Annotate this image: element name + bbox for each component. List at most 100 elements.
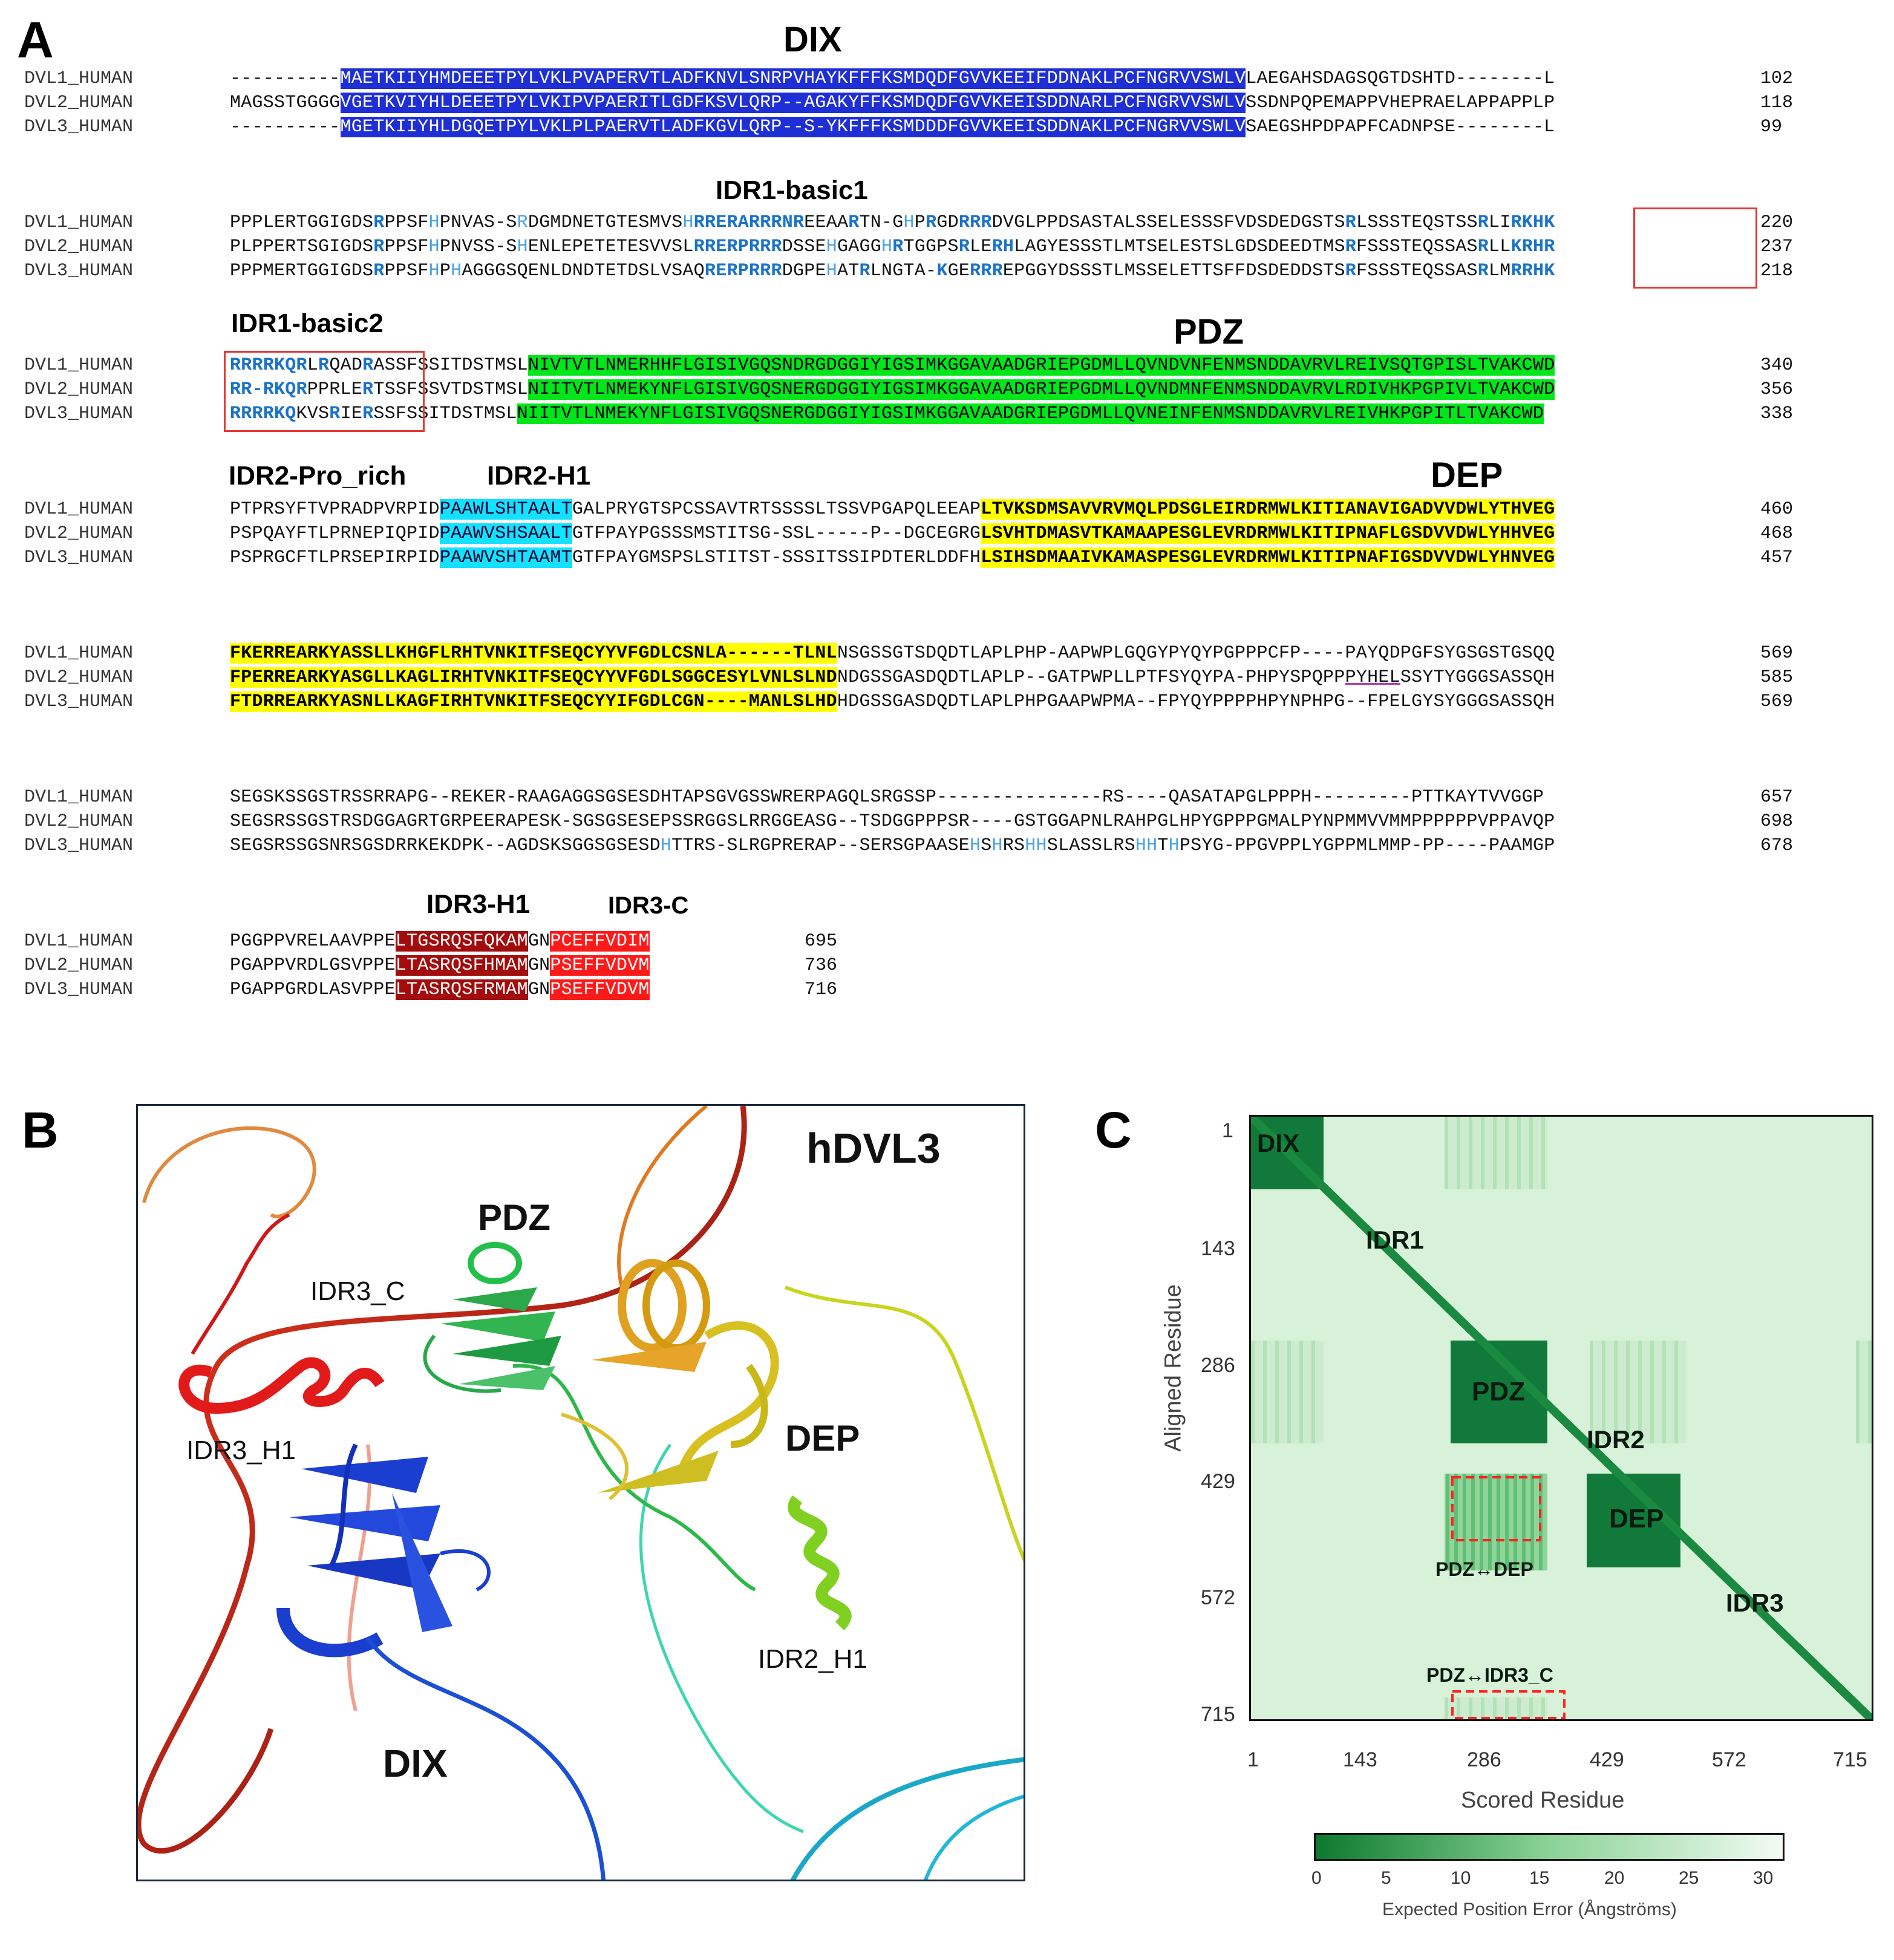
sequence-segment: SSDNPQPEMAPPVHEPRAELAPPAPPLP [1246,93,1555,113]
sequence-segment: GAGG [837,237,882,257]
residue-number: 657 [1760,787,1794,808]
loop-cyan [639,1443,804,1834]
structure-label-pdz: PDZ [478,1197,550,1238]
sequence-segment-hl-red: PSEFFVDVM [550,955,650,976]
sequence-segment-b: RH [991,237,1014,257]
sequence-segment-b: R [848,212,860,233]
colorbar-tick-25: 25 [1679,1868,1699,1888]
sequence-segment-b: R [1345,237,1356,257]
colorbar-tick-0: 0 [1311,1868,1322,1888]
residue-number: 569 [1760,643,1794,664]
sequence-segment: T [1157,835,1169,856]
sequence-segment: TTRS-SLRGPRERAP--SERSGPAASE [671,835,970,856]
sequence-segment: PPRLE [307,379,363,400]
residue-number: 118 [1760,93,1794,113]
residue-number: 695 [805,931,838,952]
sequence-segment-hl-red: PCEFFVDIM [550,931,650,952]
sequence-segment: P [914,212,926,233]
sequence-name: DVL2_HUMAN [24,667,134,688]
loop-red-long [138,1106,747,1854]
sequence-name: DVL2_HUMAN [24,523,134,544]
sequence-segment-hl-yellow: LSIHSDMAAIVKAMASPESGLEVRDRMWLKITIPNAFIGS… [981,547,1555,568]
sequence-segment-b: K [936,261,948,281]
sequence-segment: SEGSRSSGSNRSGSDRRKEKDPK--AGDSKSGGSGSESD [230,835,661,856]
structure-label-idr2-h1: IDR2_H1 [758,1644,867,1674]
sequence: SEGSRSSGSNRSGSDRRKEKDPK--AGDSKSGGSGSESD H… [230,834,1555,858]
pae-heatmap-svg [1251,1117,1872,1719]
sequence-segment-b: R [892,237,904,257]
domain-label-idr2-h1: IDR2-H1 [487,461,591,491]
sequence-segment-h: R [517,212,528,233]
sequence-segment-h: H [428,212,440,233]
sequence: FKERREARKYASSLLKHGFLRHTVNKITFSEQCYYVFGDL… [230,641,1555,665]
sequence-segment: GE [947,261,970,281]
sequence-segment-hl-cyan: PAAWVSHSAALT [439,523,572,544]
sequence-segment-b: R [329,403,341,424]
sequence-segment-hl-blue: MAETKIIYHMDEEETPYLVKLPVAPERVTLADFKNVLSNR… [340,68,1246,89]
residue-number: 237 [1760,237,1794,257]
sequence-segment: PGGPPVRELAAVPPE [230,931,396,952]
residue-number: 218 [1760,261,1794,281]
pae-y-tick-715: 715 [1201,1703,1235,1726]
sequence-name: DVL2_HUMAN [24,955,134,976]
sequence-segment-hl-blue: MGETKIIYHLDGQETPYLVKLPLPAERVTLADFKGVLQRP… [340,117,1246,137]
pae-box-pdz-idr3c [1451,1690,1566,1719]
sequence-segment-hl-yellow: FPERREARKYASGLLKAGLIRHTVNKITFSEQCYYVFGDL… [230,667,837,688]
sequence: PSPRGCFTLPRSEPIRPIDPAAWVSHTAAMTGTFPAYGMS… [230,546,1555,570]
sequence-segment-b: R [1477,237,1489,257]
sequence-name: DVL1_HUMAN [24,68,134,89]
sequence-segment-b: RKHK [1510,212,1555,233]
sequence-segment: ---------- [230,117,341,137]
sequence-segment: PSYG-PPGVPPLYGPPMLMMP-PP----PAAMGP [1179,835,1555,856]
sequence-segment: LNGTA- [870,261,937,281]
sequence-name: DVL2_HUMAN [24,379,134,400]
sequence-segment-hl-blue: VGETKVIYHLDEEETPYLVKIPVPAERITLGDFKSVLQRP… [340,93,1246,113]
colorbar-tick-20: 20 [1604,1868,1625,1888]
sequence-segment: RS [1002,835,1025,856]
pae-y-tick-572: 572 [1201,1586,1235,1609]
sequence-segment-b: R [373,212,385,233]
colorbar-tick-5: 5 [1381,1868,1391,1888]
sequence-segment: PLPPERTSGIGDS [230,237,374,257]
sequence-segment: GN [527,931,550,952]
domain-label-idr1-basic2: IDR1-basic2 [231,309,384,338]
loop-orange [617,1106,708,1288]
sequence-segment: TN-G [859,212,904,233]
sequence-segment-b: RRR [958,212,992,233]
sequence-segment-hl-green: NIITVTLNMEKYNFLGISIVGQSNERGDGGIYIGSIMKGG… [517,403,1544,424]
sequence-name: DVL2_HUMAN [24,93,134,113]
dix-domain-ribbon [276,1443,491,1713]
sequence-segment: ENLEPETETESVVSL [527,237,694,257]
sequence-name: DVL1_HUMAN [24,931,134,952]
sequence-segment-b: R [373,261,385,281]
sequence: RRRRKQRLRQADRASSFSSITDSTMSLNIVTVTLNMERHH… [230,353,1555,377]
sequence-segment: GD [936,212,959,233]
sequence-segment-b: RRHK [1510,261,1555,281]
residue-number: 220 [1760,212,1794,233]
pae-y-tick-143: 143 [1201,1237,1235,1260]
sequence-segment-b: R [373,237,385,257]
residue-number: 678 [1760,835,1794,856]
sequence-segment: QAD [329,355,363,376]
sequence-segment-b: R [859,261,870,281]
sequence: PGGPPVRELAAVPPELTGSRQSFQKAMGNPCEFFVDIM [230,929,650,953]
sequence-segment-h: H [991,835,1003,856]
basic-box-2 [224,351,425,432]
sequence-segment-b: R [318,355,330,376]
sequence-segment: GALPRYGTSPCSSAVTRTSSSSLTSSVPGAPQLEEAP [572,499,981,520]
sequence-name: DVL3_HUMAN [24,403,134,424]
colorbar-label: Expected Position Error (Ångströms) [1382,1900,1677,1919]
sequence-name: DVL3_HUMAN [24,835,134,856]
sequence-name: DVL1_HUMAN [24,212,134,233]
sequence-segment: FSSSTEQSSAS [1356,237,1478,257]
sequence-segment: SSFSSITDSTMSL [373,403,517,424]
sequence-segment-h: H [826,261,838,281]
loop-green [512,1364,756,1592]
sequence-segment: PSPRGCFTLPRSEPIRPID [230,547,440,568]
sequence-segment: HDGSSGASDQDTLAPLPHPGAAPWPMA--FPYQYPPPPHP… [837,691,1555,712]
pae-annotation-pdz-idr3c: PDZ↔IDR3_C [1426,1664,1553,1686]
sequence-segment: IE [340,403,363,424]
sequence: ----------MAETKIIYHMDEEETPYLVKLPVAPERVTL… [230,67,1555,91]
sequence-segment: PGAPPGRDLASVPPE [230,979,396,1000]
